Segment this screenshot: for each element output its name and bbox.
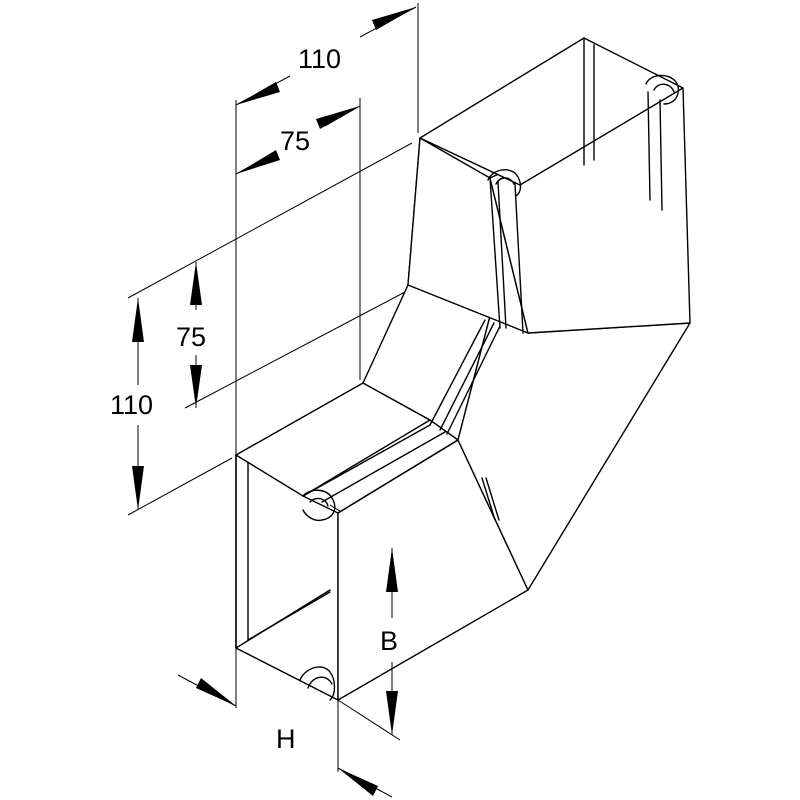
dim-left-inner: 75 [176, 262, 206, 408]
dim-top-outer-label: 110 [298, 44, 341, 74]
lower-duct [235, 382, 529, 701]
dim-left-outer-label: 110 [110, 390, 153, 420]
dim-height-b: B [380, 548, 398, 735]
dim-top-inner: 75 [235, 105, 361, 175]
dim-top-outer: 110 [235, 6, 417, 106]
dim-height-b-label: B [380, 626, 398, 656]
upper-duct [407, 37, 691, 334]
middle-section [321, 137, 691, 591]
dim-top-inner-label: 75 [280, 126, 310, 156]
dim-width-h-label: H [276, 724, 296, 754]
dim-width-h: H [177, 674, 393, 798]
dim-left-outer: 110 [110, 298, 153, 510]
dim-left-inner-label: 75 [176, 322, 206, 352]
